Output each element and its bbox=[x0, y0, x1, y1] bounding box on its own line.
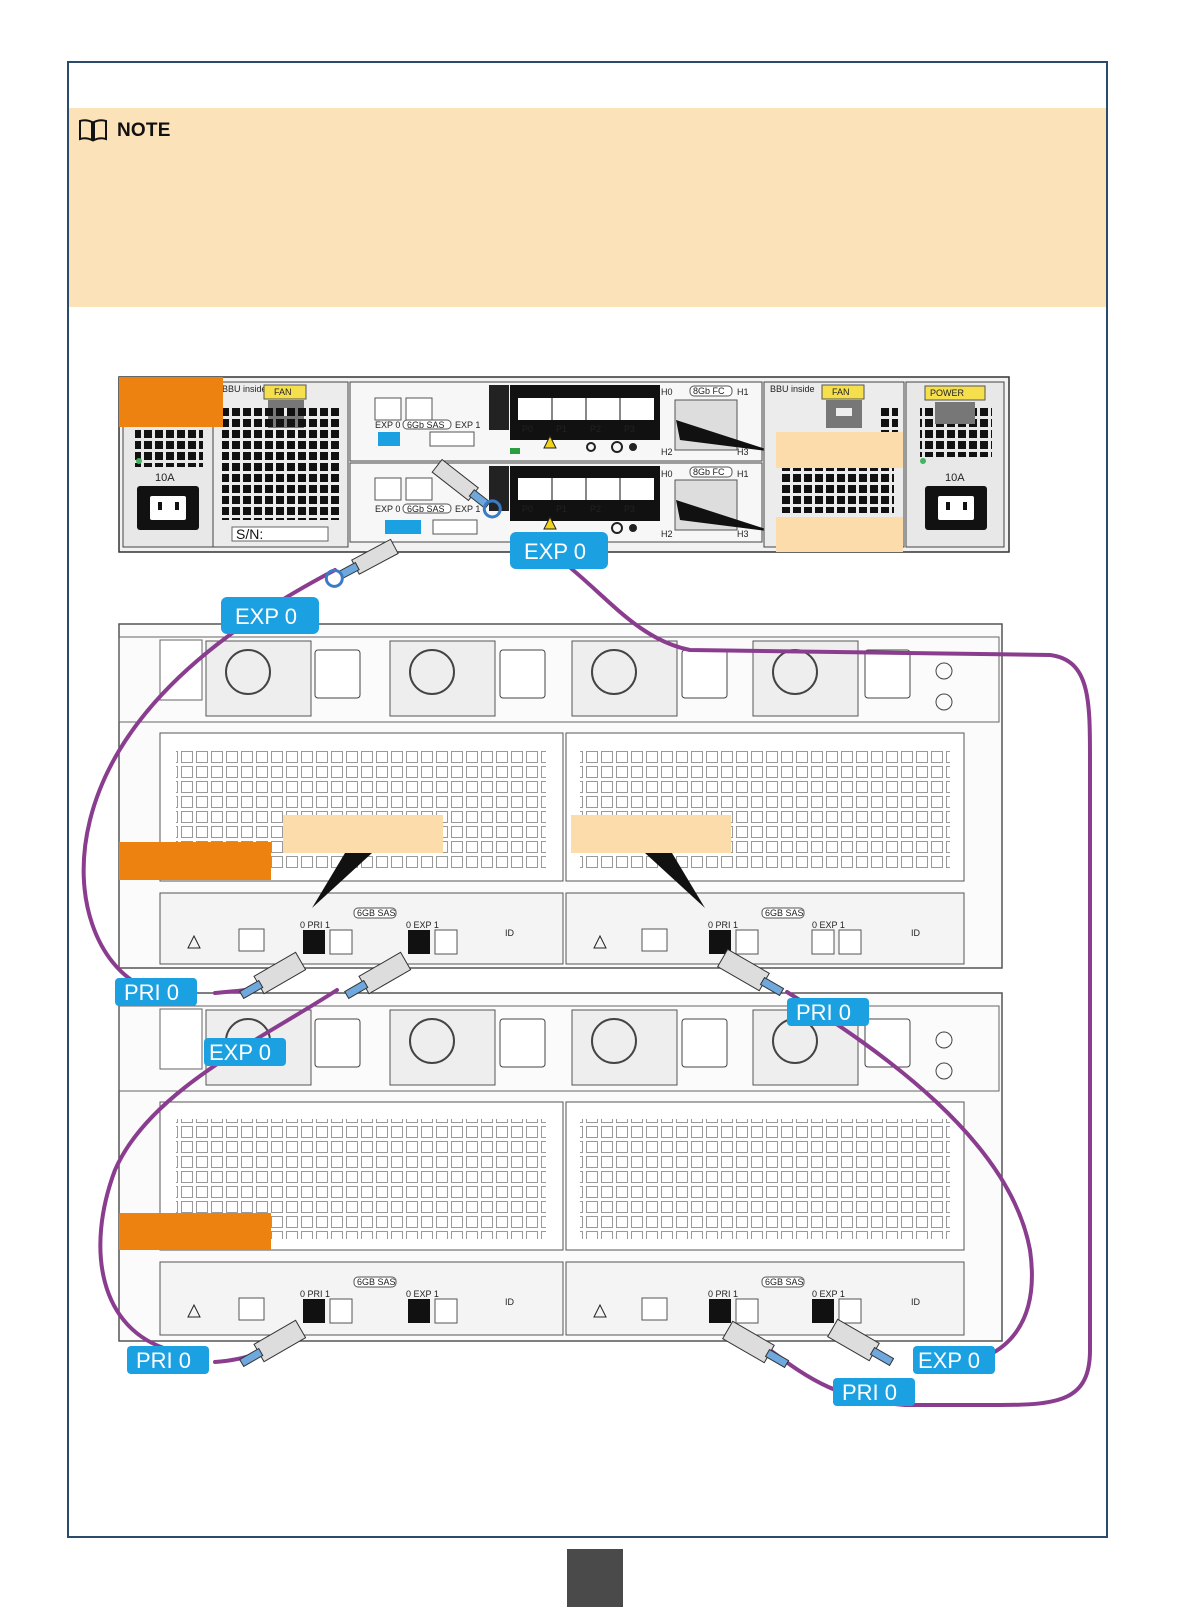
note-label: NOTE bbox=[117, 120, 171, 141]
port-label-pri0-mid-left: PRI 0 bbox=[115, 978, 197, 1006]
note-box bbox=[69, 108, 1106, 307]
svg-text:EXP 0: EXP 0 bbox=[375, 504, 400, 514]
svg-text:0 PRI 1: 0 PRI 1 bbox=[708, 920, 738, 930]
left-fan-module: BBU inside FAN S/N: bbox=[212, 381, 349, 548]
svg-text:6GB SAS: 6GB SAS bbox=[765, 908, 804, 918]
svg-text:POWER: POWER bbox=[930, 388, 965, 398]
svg-text:H2: H2 bbox=[661, 447, 673, 457]
svg-text:0 EXP 1: 0 EXP 1 bbox=[812, 920, 845, 930]
port-label-exp0-controller: EXP 0 bbox=[510, 532, 608, 569]
controller-b: EXP 0 EXP 1 6Gb SAS P0 P1 P2 P3 H0 H1 H2… bbox=[349, 462, 775, 543]
svg-text:H0: H0 bbox=[661, 469, 673, 479]
svg-text:6GB SAS: 6GB SAS bbox=[357, 1277, 396, 1287]
enclosure-1-callout-a bbox=[283, 815, 443, 853]
svg-text:EXP 0: EXP 0 bbox=[524, 539, 586, 564]
svg-text:0 PRI 1: 0 PRI 1 bbox=[300, 920, 330, 930]
port-label-pri0-bottom-left: PRI 0 bbox=[127, 1346, 209, 1374]
controller-enclosure: 10A BBU inside FAN S/N: EXP 0 EXP 1 6Gb … bbox=[118, 376, 1010, 553]
svg-text:0 PRI 1: 0 PRI 1 bbox=[708, 1289, 738, 1299]
svg-text:H0: H0 bbox=[661, 387, 673, 397]
svg-text:FAN: FAN bbox=[274, 387, 292, 397]
svg-text:EXP 0: EXP 0 bbox=[375, 420, 400, 430]
svg-text:PRI 0: PRI 0 bbox=[136, 1348, 191, 1373]
page-frame bbox=[67, 61, 1108, 1538]
port-label-exp0-top-left: EXP 0 bbox=[221, 597, 319, 634]
svg-text:PRI 0: PRI 0 bbox=[842, 1380, 897, 1405]
page-number-tab bbox=[567, 1549, 623, 1607]
svg-text:BBU inside: BBU inside bbox=[770, 384, 815, 394]
port-label-exp0-mid-left: EXP 0 bbox=[204, 1038, 286, 1066]
svg-text:6Gb SAS: 6Gb SAS bbox=[407, 504, 445, 514]
svg-text:8Gb FC: 8Gb FC bbox=[693, 467, 725, 477]
svg-text:P3: P3 bbox=[624, 424, 635, 434]
svg-text:6GB SAS: 6GB SAS bbox=[765, 1277, 804, 1287]
svg-text:0 PRI 1: 0 PRI 1 bbox=[300, 1289, 330, 1299]
svg-text:6Gb SAS: 6Gb SAS bbox=[407, 420, 445, 430]
sas-connectors bbox=[239, 458, 895, 1369]
svg-text:P2: P2 bbox=[590, 424, 601, 434]
svg-text:10A: 10A bbox=[945, 472, 965, 484]
svg-text:0 EXP 1: 0 EXP 1 bbox=[406, 1289, 439, 1299]
svg-text:EXP 1: EXP 1 bbox=[455, 504, 480, 514]
svg-text:P1: P1 bbox=[556, 504, 567, 514]
svg-text:8Gb FC: 8Gb FC bbox=[693, 386, 725, 396]
svg-text:0 EXP 1: 0 EXP 1 bbox=[406, 920, 439, 930]
svg-text:EXP 0: EXP 0 bbox=[209, 1040, 271, 1065]
port-label-pri0-bottom-right: PRI 0 bbox=[833, 1378, 915, 1406]
enclosure-1-callout-b bbox=[571, 815, 731, 853]
book-icon bbox=[79, 119, 107, 142]
port-label-exp0-bottom-right: EXP 0 bbox=[913, 1346, 995, 1374]
expansion-module-1b: 6GB SAS 0 PRI 1 0 EXP 1 ID bbox=[565, 892, 965, 965]
controller-a: EXP 0 EXP 1 6Gb SAS P0 P1 P2 P3 H0 H1 H2… bbox=[349, 381, 775, 462]
svg-text:EXP 0: EXP 0 bbox=[918, 1348, 980, 1373]
disk-enclosure-1: 6GB SAS 0 PRI 1 0 EXP 1 ID 6GB SAS 0 PRI… bbox=[118, 623, 1003, 969]
controller-callout-a bbox=[776, 432, 903, 468]
expansion-module-2a: 6GB SAS 0 PRI 1 0 EXP 1 ID bbox=[159, 1261, 564, 1336]
disk-enclosure-2: 6GB SAS 0 PRI 1 0 EXP 1 ID 6GB SAS 0 PRI… bbox=[118, 992, 1003, 1342]
svg-text:P0: P0 bbox=[522, 504, 533, 514]
controller-callout-b bbox=[776, 517, 903, 552]
svg-text:S/N:: S/N: bbox=[236, 526, 263, 542]
port-label-pri0-mid-right: PRI 0 bbox=[787, 998, 869, 1026]
svg-text:P3: P3 bbox=[624, 504, 635, 514]
controller-callout-orange bbox=[119, 377, 223, 427]
svg-text:FAN: FAN bbox=[832, 387, 850, 397]
right-power-module: POWER 10A bbox=[905, 381, 1005, 548]
svg-text:ID: ID bbox=[911, 1297, 921, 1307]
expansion-module-2b: 6GB SAS 0 PRI 1 0 EXP 1 ID bbox=[565, 1261, 965, 1336]
svg-text:H2: H2 bbox=[661, 529, 673, 539]
svg-text:P0: P0 bbox=[522, 424, 533, 434]
svg-text:6GB SAS: 6GB SAS bbox=[357, 908, 396, 918]
fan-power-row-2 bbox=[159, 1008, 953, 1086]
svg-text:H1: H1 bbox=[737, 469, 749, 479]
svg-text:10A: 10A bbox=[155, 472, 175, 484]
svg-text:H3: H3 bbox=[737, 447, 749, 457]
svg-text:ID: ID bbox=[505, 1297, 515, 1307]
enclosure-1-callout-orange bbox=[119, 842, 271, 880]
svg-text:0 EXP 1: 0 EXP 1 bbox=[812, 1289, 845, 1299]
svg-text:ID: ID bbox=[505, 928, 515, 938]
svg-text:H3: H3 bbox=[737, 529, 749, 539]
svg-text:BBU inside: BBU inside bbox=[222, 384, 267, 394]
svg-text:ID: ID bbox=[911, 928, 921, 938]
expansion-module-1a: 6GB SAS 0 PRI 1 0 EXP 1 ID bbox=[159, 892, 564, 965]
svg-text:P2: P2 bbox=[590, 504, 601, 514]
svg-text:EXP 1: EXP 1 bbox=[455, 420, 480, 430]
svg-text:H1: H1 bbox=[737, 387, 749, 397]
svg-text:EXP 0: EXP 0 bbox=[235, 604, 297, 629]
svg-text:PRI 0: PRI 0 bbox=[124, 980, 179, 1005]
enclosure-2-callout-orange bbox=[119, 1213, 271, 1250]
svg-text:P1: P1 bbox=[556, 424, 567, 434]
svg-text:PRI 0: PRI 0 bbox=[796, 1000, 851, 1025]
